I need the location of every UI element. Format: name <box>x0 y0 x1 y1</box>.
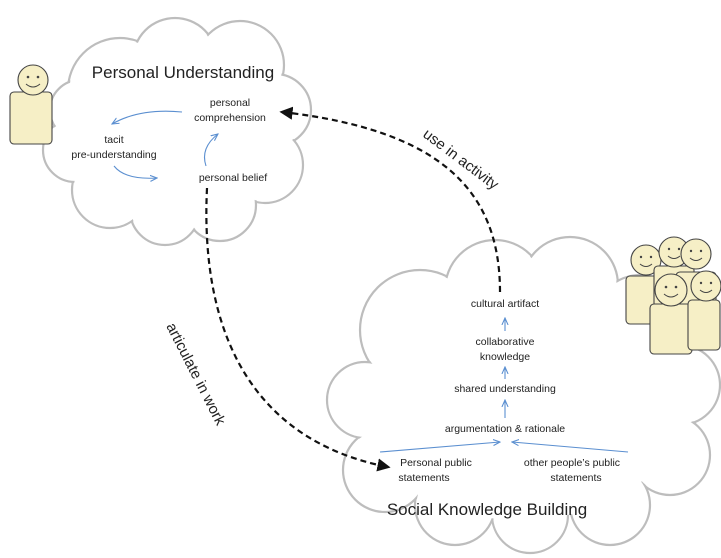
person-icon <box>9 64 53 145</box>
shared-understanding: shared understanding <box>454 383 556 395</box>
tacit-line1: tacit <box>104 134 123 146</box>
arrow-tacit-to-belief <box>113 165 157 178</box>
arrow-public-right <box>512 442 629 453</box>
use-in-activity-label: use in activity <box>420 126 503 194</box>
personal-public-line1: Personal public <box>400 457 472 469</box>
personal-comprehension-line2: comprehension <box>194 112 266 124</box>
social-title: Social Knowledge Building <box>387 500 587 519</box>
tacit-line2: pre-understanding <box>71 149 156 161</box>
collaborative-line1: collaborative <box>476 336 535 348</box>
personal-understanding-cloud <box>41 16 313 247</box>
personal-belief: personal belief <box>199 172 267 184</box>
arrow-belief-to-comprehension <box>203 134 219 167</box>
other-public-line2: statements <box>550 472 601 484</box>
cultural-artifact: cultural artifact <box>471 298 539 310</box>
dashed-use-in-activity <box>279 106 502 293</box>
other-public-line1: other people’s public <box>524 457 620 469</box>
dashed-articulate-in-work <box>205 187 391 472</box>
personal-public-line2: statements <box>398 472 449 484</box>
social-knowledge-cloud <box>325 235 721 555</box>
arrow-public-left <box>379 442 500 453</box>
group-icon <box>625 236 721 355</box>
collaborative-line2: knowledge <box>480 351 530 363</box>
personal-comprehension-line1: personal <box>210 97 250 109</box>
argumentation-rationale: argumentation & rationale <box>445 423 565 435</box>
arrow-comprehension-to-tacit <box>112 110 183 124</box>
articulate-in-work-label: articulate in work <box>162 320 228 428</box>
personal-title: Personal Understanding <box>92 63 274 82</box>
